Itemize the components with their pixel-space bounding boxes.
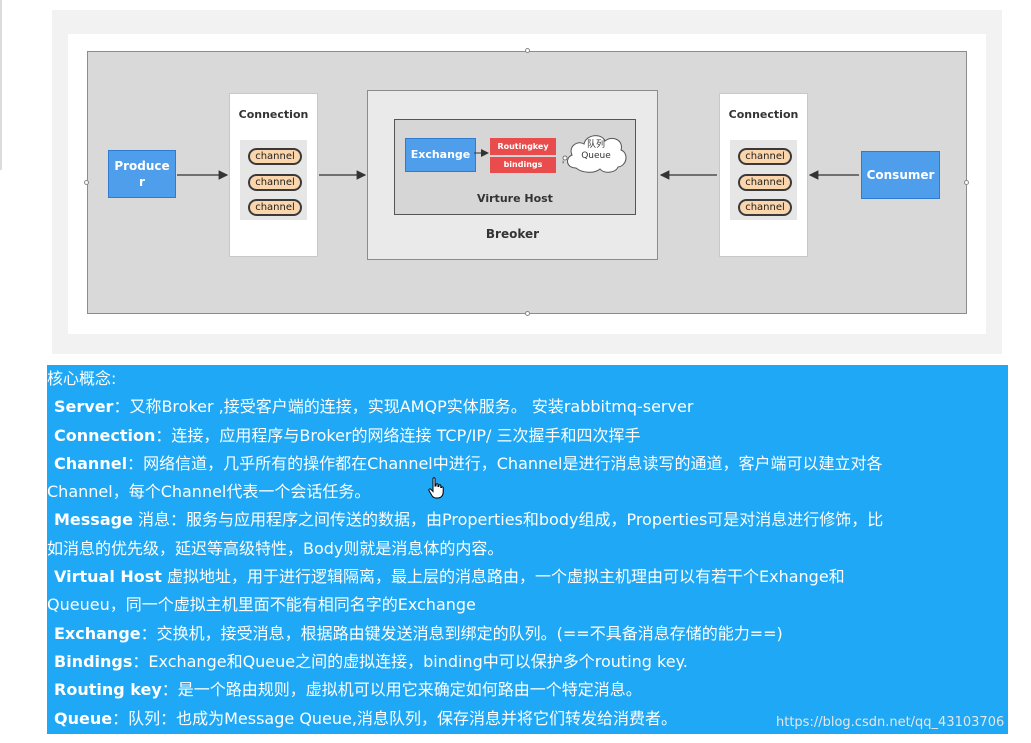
concept-routing-key: Routing key：是一个路由规则，虚拟机可以用它来确定如何路由一个特定消息… — [47, 676, 1008, 704]
concept-desc: 交换机，接受消息，根据路由键发送消息到绑定的队列。(==不具备消息存储的能力==… — [156, 623, 783, 643]
concept-channel-cont: Channel，每个Channel代表一个会话任务。 — [47, 482, 371, 502]
concept-term: Routing key — [54, 680, 162, 700]
queue-label-cn: 队列 — [586, 140, 605, 150]
concept-message-cont: 如消息的优先级，延迟等高级特性，Body则就是消息体的内容。 — [47, 538, 504, 558]
concept-separator: ： — [112, 708, 129, 728]
routing-key-label[interactable]: Routingkey — [490, 138, 556, 155]
concept-desc: 是一个路由规则，虚拟机可以用它来确定如何路由一个特定消息。 — [177, 680, 642, 700]
right-connection-title: Connection — [728, 108, 799, 121]
left-connection-title: Connection — [238, 108, 309, 121]
left-edge-divider — [0, 0, 2, 170]
concept-server: Server：又称Broker ,接受客户端的连接，实现AMQP实体服务。 安装… — [47, 393, 1008, 421]
virtual-host-label: Virture Host — [477, 192, 553, 205]
right-connection-panel[interactable]: Connection channel channel channel — [719, 93, 808, 257]
concept-desc: 又称Broker ,接受客户端的连接，实现AMQP实体服务。 安装rabbitm… — [129, 397, 694, 417]
concept-term: Bindings — [54, 651, 133, 671]
concept-channel: Channel：网络信道，几乎所有的操作都在Channel中进行，Channel… — [47, 450, 1008, 478]
concept-virtual-host: Virtual Host 虚拟地址，用于进行逻辑隔离，最上层的消息路由，一个虚拟… — [47, 563, 1008, 591]
concept-connection: Connection：连接，应用程序与Broker的网络连接 TCP/IP/ 三… — [47, 422, 1008, 450]
resize-handle-bottom[interactable] — [525, 311, 530, 316]
queue-label-en: Queue — [581, 151, 611, 161]
concept-separator: ： — [113, 397, 130, 417]
queue-label: 队列 Queue — [562, 140, 630, 162]
left-channel-group: channel channel channel — [240, 140, 307, 220]
resize-handle-top[interactable] — [525, 48, 530, 53]
concept-desc: 网络信道，几乎所有的操作都在Channel中进行，Channel是进行消息读写的… — [143, 453, 883, 473]
concept-separator: ： — [155, 425, 172, 445]
concept-virtual-host-cont: Queueu，同一个虚拟主机里面不能有相同名字的Exchange — [47, 595, 476, 615]
producer-node[interactable]: Produce r — [108, 150, 176, 198]
concept-separator: ： — [132, 651, 149, 671]
concept-separator: ： — [161, 680, 178, 700]
concept-desc: 消息：服务与应用程序之间传送的数据，由Properties和body组成，Pro… — [138, 510, 884, 530]
producer-label: Produce r — [114, 159, 170, 189]
concept-bindings: Bindings：Exchange和Queue之间的虚拟连接，binding中可… — [47, 648, 1008, 676]
channel-pill[interactable]: channel — [738, 174, 792, 191]
right-channel-group: channel channel channel — [730, 140, 797, 220]
concept-term: Server — [54, 397, 114, 417]
concept-separator: ： — [127, 453, 144, 473]
concept-desc: 虚拟地址，用于进行逻辑隔离，最上层的消息路由，一个虚拟主机理由可以有若干个Exh… — [167, 567, 845, 587]
concept-term: Connection — [54, 425, 156, 445]
consumer-label: Consumer — [866, 168, 935, 182]
concept-desc: Exchange和Queue之间的虚拟连接，binding中可以保护多个rout… — [148, 651, 688, 671]
concept-term: Virtual Host — [54, 567, 162, 587]
bindings-label[interactable]: bindings — [490, 157, 556, 173]
concept-desc: 连接，应用程序与Broker的网络连接 TCP/IP/ 三次握手和四次挥手 — [171, 425, 641, 445]
watermark-url: https://blog.csdn.net/qq_43103706 — [776, 715, 1005, 730]
hand-cursor-icon — [428, 477, 444, 499]
concept-term: Exchange — [54, 623, 141, 643]
concept-separator: ： — [140, 623, 157, 643]
notes-heading: 核心概念: — [47, 369, 117, 388]
core-concepts-panel: 核心概念: Server：又称Broker ,接受客户端的连接，实现AMQP实体… — [47, 365, 1008, 734]
broker-label: Breoker — [485, 227, 540, 241]
exchange-node[interactable]: Exchange — [405, 138, 476, 172]
concept-exchange: Exchange：交换机，接受消息，根据路由键发送消息到绑定的队列。(==不具备… — [47, 620, 1008, 648]
queue-cloud-icon[interactable] — [562, 128, 630, 176]
channel-pill[interactable]: channel — [738, 199, 792, 216]
channel-pill[interactable]: channel — [248, 174, 302, 191]
consumer-node[interactable]: Consumer — [861, 151, 940, 199]
channel-pill[interactable]: channel — [738, 148, 792, 165]
resize-handle-right[interactable] — [964, 180, 969, 185]
concept-queue: Queue：队列：也成为Message Queue,消息队列，保存消息并将它们转… — [47, 705, 1008, 733]
concept-term: Message — [54, 510, 133, 530]
resize-handle-left[interactable] — [84, 180, 89, 185]
concept-term: Channel — [54, 453, 128, 473]
virtual-host-container[interactable]: Exchange Routingkey bindings 队列 Queue Vi… — [394, 119, 636, 215]
left-connection-panel[interactable]: Connection channel channel channel — [229, 93, 318, 257]
concept-desc: 队列：也成为Message Queue,消息队列，保存消息并将它们转发给消费者。 — [128, 708, 677, 728]
channel-pill[interactable]: channel — [248, 148, 302, 165]
broker-container[interactable]: Exchange Routingkey bindings 队列 Queue Vi… — [367, 90, 658, 260]
channel-pill[interactable]: channel — [248, 199, 302, 216]
concept-term: Queue — [54, 708, 113, 728]
concept-message: Message 消息：服务与应用程序之间传送的数据，由Properties和bo… — [47, 506, 1008, 534]
